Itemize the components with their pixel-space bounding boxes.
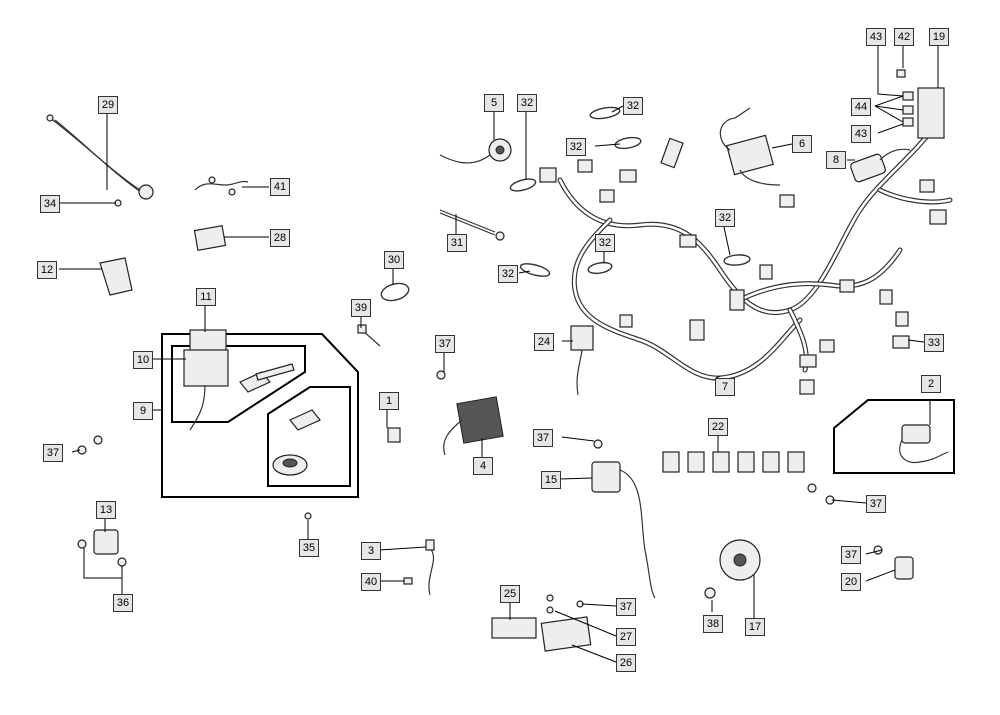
wire-41 <box>194 176 249 196</box>
callout-9: 9 <box>133 402 153 420</box>
callout-19: 19 <box>929 28 949 46</box>
callout-36: 36 <box>113 594 133 612</box>
main-wiring-harness <box>539 117 953 395</box>
nut-37-near-15 <box>593 439 603 449</box>
callout-32d: 32 <box>595 234 615 252</box>
callout-6: 6 <box>792 135 812 153</box>
callout-40: 40 <box>361 573 381 591</box>
callout-17: 17 <box>745 618 765 636</box>
callout-5: 5 <box>484 94 504 112</box>
callout-7: 7 <box>715 378 735 396</box>
callout-37a: 37 <box>435 335 455 353</box>
switch-1 <box>387 427 401 443</box>
ring-30 <box>380 282 410 302</box>
callout-43a: 43 <box>866 28 886 46</box>
nut-37-near-4 <box>436 370 446 380</box>
callout-12: 12 <box>37 261 57 279</box>
callout-34: 34 <box>40 195 60 213</box>
callout-41: 41 <box>270 178 290 196</box>
callout-8: 8 <box>826 151 846 169</box>
wire-tie-31 <box>439 209 505 241</box>
callout-2: 2 <box>921 375 941 393</box>
ignition-lock-group <box>161 329 359 498</box>
cdi-unit-6 <box>719 107 781 186</box>
callout-32e: 32 <box>715 209 735 227</box>
callout-1: 1 <box>379 392 399 410</box>
regulator-4 <box>443 396 504 456</box>
nut-37-left <box>77 435 103 455</box>
callout-38: 38 <box>703 615 723 633</box>
callout-10: 10 <box>133 351 153 369</box>
horn-17 <box>719 539 761 581</box>
coil-group-2 <box>833 399 955 474</box>
callout-22: 22 <box>708 418 728 436</box>
callout-4: 4 <box>473 457 493 475</box>
horn-switch-13 <box>93 529 119 555</box>
callout-30: 30 <box>384 251 404 269</box>
cable-29 <box>46 114 154 200</box>
connectors-22 <box>662 451 805 473</box>
callout-37b: 37 <box>43 444 63 462</box>
screw-35 <box>304 512 312 520</box>
callout-31: 31 <box>447 234 467 252</box>
ignition-coil-8 <box>850 148 911 183</box>
callout-42: 42 <box>894 28 914 46</box>
callout-32f: 32 <box>498 265 518 283</box>
relay-28 <box>193 225 227 251</box>
callout-35: 35 <box>299 539 319 557</box>
bracket-33 <box>892 311 910 349</box>
callout-24: 24 <box>534 333 554 351</box>
callout-37f: 37 <box>841 546 861 564</box>
callout-3: 3 <box>361 542 381 560</box>
callout-13: 13 <box>96 501 116 519</box>
connector-39 <box>357 324 381 347</box>
callout-37e: 37 <box>866 495 886 513</box>
callout-26: 26 <box>616 654 636 672</box>
callout-39: 39 <box>351 299 371 317</box>
nut-37-right <box>807 483 835 505</box>
callout-15: 15 <box>541 471 561 489</box>
callout-32c: 32 <box>566 138 586 156</box>
callout-29: 29 <box>98 96 118 114</box>
cdi-25-26 <box>491 594 592 652</box>
nut-38 <box>704 587 716 599</box>
callout-33: 33 <box>924 334 944 352</box>
callout-32b: 32 <box>623 97 643 115</box>
leader-lines <box>59 45 939 663</box>
callout-27: 27 <box>616 628 636 646</box>
callout-11: 11 <box>196 288 216 306</box>
starter-relay-15 <box>591 461 656 599</box>
callout-32a: 32 <box>517 94 537 112</box>
callout-44: 44 <box>851 98 871 116</box>
callout-28: 28 <box>270 229 290 247</box>
ignition-switch-5 <box>439 138 512 164</box>
callout-20: 20 <box>841 573 861 591</box>
callout-25: 25 <box>500 585 520 603</box>
cable-ties <box>509 106 751 277</box>
callout-37d: 37 <box>616 598 636 616</box>
fuse-box-19 <box>896 69 945 139</box>
callout-43b: 43 <box>851 125 871 143</box>
callout-37c: 37 <box>533 429 553 447</box>
relay-24 <box>570 325 594 396</box>
clip-12 <box>99 257 133 296</box>
